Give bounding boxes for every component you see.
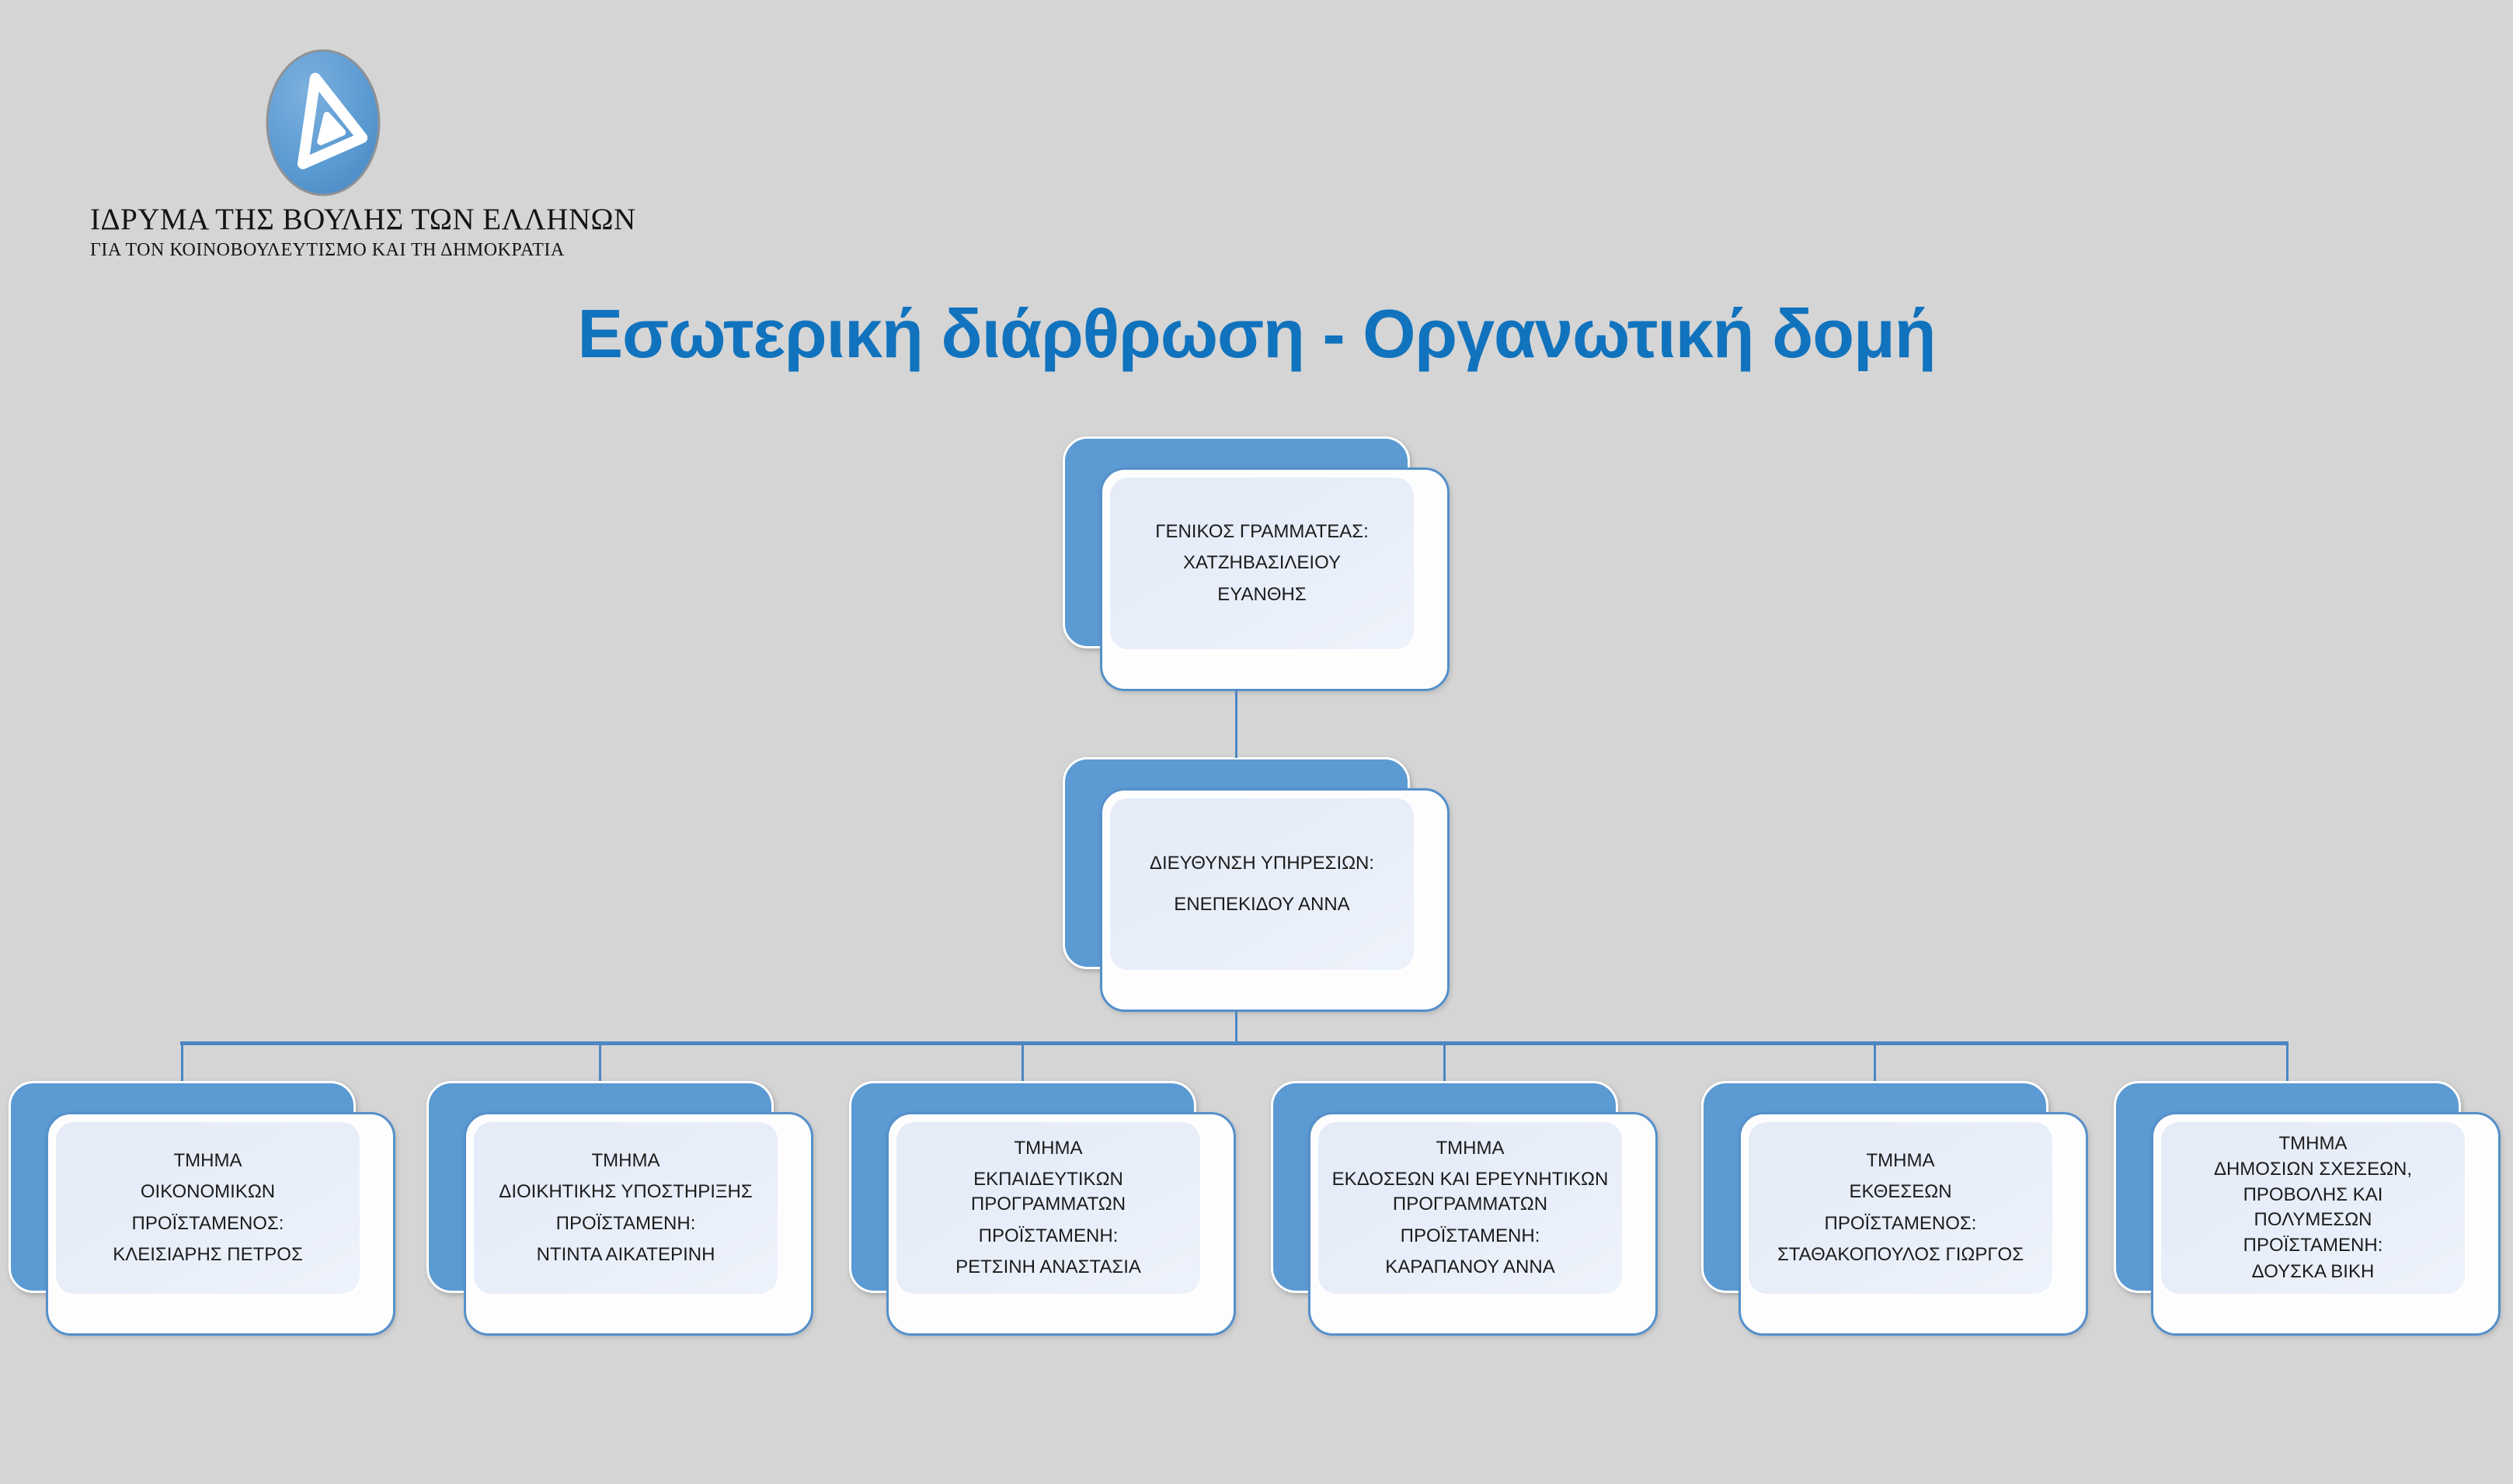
- node-front-panel: ΤΜΗΜΑ ΟΙΚΟΝΟΜΙΚΩΝ ΠΡΟΪΣΤΑΜΕΝΟΣ: ΚΛΕΙΣΙΑΡΗΣ …: [46, 1112, 395, 1336]
- node-inner-panel: ΓΕΝΙΚΟΣ ΓΡΑΜΜΑΤΕΑΣ: ΧΑΤΖΗΒΑΣΙΛΕΙΟΥ ΕΥΑΝΘΗΣ: [1108, 475, 1416, 652]
- node-text-line: ΝΤΙΝΤΑ ΑΙΚΑΤΕΡΙΝΗ: [536, 1243, 715, 1265]
- connector-line: [1234, 1010, 1237, 1042]
- node-text-line: ΓΕΝΙΚΟΣ ΓΡΑΜΜΑΤΕΑΣ:: [1155, 520, 1369, 542]
- node-text: ΤΜΗΜΑ ΕΚΠΑΙΔΕΥΤΙΚΩΝ ΠΡΟΓΡΑΜΜΑΤΩΝ ΠΡΟΪΣΤΑΜΕ…: [905, 1130, 1192, 1287]
- page-title: Εσωτερική διάρθρωση - Οργανωτική δομή: [577, 294, 1936, 372]
- connector-line: [2285, 1044, 2289, 1081]
- node-text-line: ΔΙΕΥΘΥΝΣΗ ΥΠΗΡΕΣΙΩΝ:: [1149, 852, 1375, 874]
- node-front-panel: ΤΜΗΜΑ ΕΚΔΟΣΕΩΝ ΚΑΙ ΕΡΕΥΝΗΤΙΚΩΝ ΠΡΟΓΡΑΜΜΑΤ…: [1308, 1112, 1658, 1336]
- node-front-panel: ΤΜΗΜΑ ΕΚΘΕΣΕΩΝ ΠΡΟΪΣΤΑΜΕΝΟΣ: ΣΤΑΘΑΚΟΠΟΥΛΟΣ …: [1739, 1112, 2088, 1336]
- node-text: ΤΜΗΜΑ ΔΙΟΙΚΗΤΙΚΗΣ ΥΠΟΣΤΗΡΙΞΗΣ ΠΡΟΪΣΤΑΜΕΝΗ:…: [499, 1142, 752, 1274]
- connector-line: [1873, 1044, 1876, 1081]
- node-front-panel: ΤΜΗΜΑ ΔΗΜΟΣΙΩΝ ΣΧΕΣΕΩΝ, ΠΡΟΒΟΛΗΣ ΚΑΙ ΠΟΛΥ…: [2151, 1112, 2501, 1336]
- node-text-line: ΕΚΠΑΙΔΕΥΤΙΚΩΝ ΠΡΟΓΡΑΜΜΑΤΩΝ: [970, 1168, 1126, 1215]
- node-text-line: ΤΜΗΜΑ: [1866, 1149, 1935, 1171]
- node-text-line: ΤΜΗΜΑ: [2278, 1132, 2348, 1154]
- node-text-line: ΚΑΡΑΠΑΝΟΥ ΑΝΝΑ: [1385, 1256, 1555, 1278]
- node-text-line: ΧΑΤΖΗΒΑΣΙΛΕΙΟΥ: [1182, 552, 1341, 574]
- node-text-line: ΤΜΗΜΑ: [1014, 1137, 1083, 1159]
- foundation-logo-icon: [266, 49, 381, 196]
- connector-line: [1443, 1044, 1446, 1081]
- node-inner-panel: ΤΜΗΜΑ ΕΚΠΑΙΔΕΥΤΙΚΩΝ ΠΡΟΓΡΑΜΜΑΤΩΝ ΠΡΟΪΣΤΑΜΕ…: [894, 1120, 1203, 1296]
- node-text-line: ΠΡΟΪΣΤΑΜΕΝΗ:: [555, 1212, 696, 1234]
- node-inner-panel: ΤΜΗΜΑ ΔΙΟΙΚΗΤΙΚΗΣ ΥΠΟΣΤΗΡΙΞΗΣ ΠΡΟΪΣΤΑΜΕΝΗ:…: [472, 1120, 780, 1296]
- node-text-line: ΠΡΟΪΣΤΑΜΕΝΟΣ:: [131, 1212, 284, 1234]
- node-text-line: ΕΚΔΟΣΕΩΝ ΚΑΙ ΕΡΕΥΝΗΤΙΚΩΝ ΠΡΟΓΡΑΜΜΑΤΩΝ: [1331, 1168, 1609, 1215]
- node-text: ΓΕΝΙΚΟΣ ΓΡΑΜΜΑΤΕΑΣ: ΧΑΤΖΗΒΑΣΙΛΕΙΟΥ ΕΥΑΝΘΗΣ: [1155, 513, 1369, 613]
- node-inner-panel: ΔΙΕΥΘΥΝΣΗ ΥΠΗΡΕΣΙΩΝ: ΕΝΕΠΕΚΙΔΟΥ ΑΝΝΑ: [1108, 796, 1416, 972]
- node-text: ΤΜΗΜΑ ΕΚΘΕΣΕΩΝ ΠΡΟΪΣΤΑΜΕΝΟΣ: ΣΤΑΘΑΚΟΠΟΥΛΟΣ …: [1777, 1142, 2024, 1274]
- node-text-line: ΚΛΕΙΣΙΑΡΗΣ ΠΕΤΡΟΣ: [113, 1243, 303, 1265]
- node-text: ΤΜΗΜΑ ΕΚΔΟΣΕΩΝ ΚΑΙ ΕΡΕΥΝΗΤΙΚΩΝ ΠΡΟΓΡΑΜΜΑΤ…: [1318, 1130, 1622, 1287]
- connector-line: [1234, 690, 1237, 758]
- node-text-line: ΟΙΚΟΝΟΜΙΚΩΝ: [140, 1181, 276, 1203]
- connector-line: [1021, 1044, 1024, 1081]
- node-inner-panel: ΤΜΗΜΑ ΕΚΔΟΣΕΩΝ ΚΑΙ ΕΡΕΥΝΗΤΙΚΩΝ ΠΡΟΓΡΑΜΜΑΤ…: [1316, 1120, 1624, 1296]
- node-front-panel: ΓΕΝΙΚΟΣ ΓΡΑΜΜΑΤΕΑΣ: ΧΑΤΖΗΒΑΣΙΛΕΙΟΥ ΕΥΑΝΘΗΣ: [1100, 467, 1450, 691]
- node-front-panel: ΔΙΕΥΘΥΝΣΗ ΥΠΗΡΕΣΙΩΝ: ΕΝΕΠΕΚΙΔΟΥ ΑΝΝΑ: [1100, 788, 1450, 1012]
- connector-line: [180, 1041, 2289, 1045]
- node-text-line: ΔΗΜΟΣΙΩΝ ΣΧΕΣΕΩΝ, ΠΡΟΒΟΛΗΣ ΚΑΙ ΠΟΛΥΜΕΣΩΝ: [2213, 1159, 2413, 1230]
- connector-line: [180, 1044, 183, 1081]
- node-text-line: ΔΟΥΣΚΑ ΒΙΚΗ: [2251, 1260, 2375, 1282]
- node-front-panel: ΤΜΗΜΑ ΔΙΟΙΚΗΤΙΚΗΣ ΥΠΟΣΤΗΡΙΞΗΣ ΠΡΟΪΣΤΑΜΕΝΗ:…: [464, 1112, 813, 1336]
- node-text-line: ΠΡΟΪΣΤΑΜΕΝΗ:: [1400, 1225, 1540, 1246]
- node-inner-panel: ΤΜΗΜΑ ΕΚΘΕΣΕΩΝ ΠΡΟΪΣΤΑΜΕΝΟΣ: ΣΤΑΘΑΚΟΠΟΥΛΟΣ …: [1746, 1120, 2055, 1296]
- foundation-header: ΙΔΡΥΜΑ ΤΗΣ ΒΟΥΛΗΣ ΤΩΝ ΕΛΛΗΝΩΝ ΓΙΑ ΤΟΝ ΚΟ…: [90, 48, 636, 261]
- node-text: ΔΙΕΥΘΥΝΣΗ ΥΠΗΡΕΣΙΩΝ: ΕΝΕΠΕΚΙΔΟΥ ΑΝΝΑ: [1150, 835, 1374, 934]
- node-text-line: ΠΡΟΪΣΤΑΜΕΝΗ:: [2243, 1235, 2383, 1256]
- node-text-line: ΡΕΤΣΙΝΗ ΑΝΑΣΤΑΣΙΑ: [955, 1256, 1141, 1278]
- node-text-line: ΠΡΟΪΣΤΑΜΕΝΗ:: [978, 1225, 1119, 1246]
- node-text: ΤΜΗΜΑ ΟΙΚΟΝΟΜΙΚΩΝ ΠΡΟΪΣΤΑΜΕΝΟΣ: ΚΛΕΙΣΙΑΡΗΣ …: [113, 1142, 303, 1274]
- node-text-line: ΕΚΘΕΣΕΩΝ: [1849, 1181, 1952, 1203]
- node-inner-panel: ΤΜΗΜΑ ΟΙΚΟΝΟΜΙΚΩΝ ΠΡΟΪΣΤΑΜΕΝΟΣ: ΚΛΕΙΣΙΑΡΗΣ …: [54, 1120, 362, 1296]
- node-inner-panel: ΤΜΗΜΑ ΔΗΜΟΣΙΩΝ ΣΧΕΣΕΩΝ, ΠΡΟΒΟΛΗΣ ΚΑΙ ΠΟΛΥ…: [2159, 1120, 2467, 1296]
- node-text-line: ΤΜΗΜΑ: [1436, 1137, 1505, 1159]
- node-text-line: ΔΙΟΙΚΗΤΙΚΗΣ ΥΠΟΣΤΗΡΙΞΗΣ: [499, 1181, 753, 1203]
- node-text-line: ΕΝΕΠΕΚΙΔΟΥ ΑΝΝΑ: [1174, 894, 1350, 915]
- node-text-line: ΕΥΑΝΘΗΣ: [1217, 583, 1307, 605]
- node-front-panel: ΤΜΗΜΑ ΕΚΠΑΙΔΕΥΤΙΚΩΝ ΠΡΟΓΡΑΜΜΑΤΩΝ ΠΡΟΪΣΤΑΜΕ…: [886, 1112, 1236, 1336]
- node-text: ΤΜΗΜΑ ΔΗΜΟΣΙΩΝ ΣΧΕΣΕΩΝ, ΠΡΟΒΟΛΗΣ ΚΑΙ ΠΟΛΥ…: [2183, 1131, 2443, 1285]
- node-text-line: ΤΜΗΜΑ: [173, 1149, 242, 1171]
- org-name: ΙΔΡΥΜΑ ΤΗΣ ΒΟΥΛΗΣ ΤΩΝ ΕΛΛΗΝΩΝ: [90, 203, 636, 236]
- node-text-line: ΠΡΟΪΣΤΑΜΕΝΟΣ:: [1824, 1212, 1977, 1234]
- node-text-line: ΣΤΑΘΑΚΟΠΟΥΛΟΣ ΓΙΩΡΓΟΣ: [1777, 1243, 2024, 1265]
- connector-line: [598, 1044, 601, 1081]
- node-text-line: ΤΜΗΜΑ: [591, 1149, 660, 1171]
- org-tagline: ΓΙΑ ΤΟΝ ΚΟΙΝΟΒΟΥΛΕΥΤΙΣΜΟ ΚΑΙ ΤΗ ΔΗΜΟΚΡΑΤ…: [90, 240, 565, 260]
